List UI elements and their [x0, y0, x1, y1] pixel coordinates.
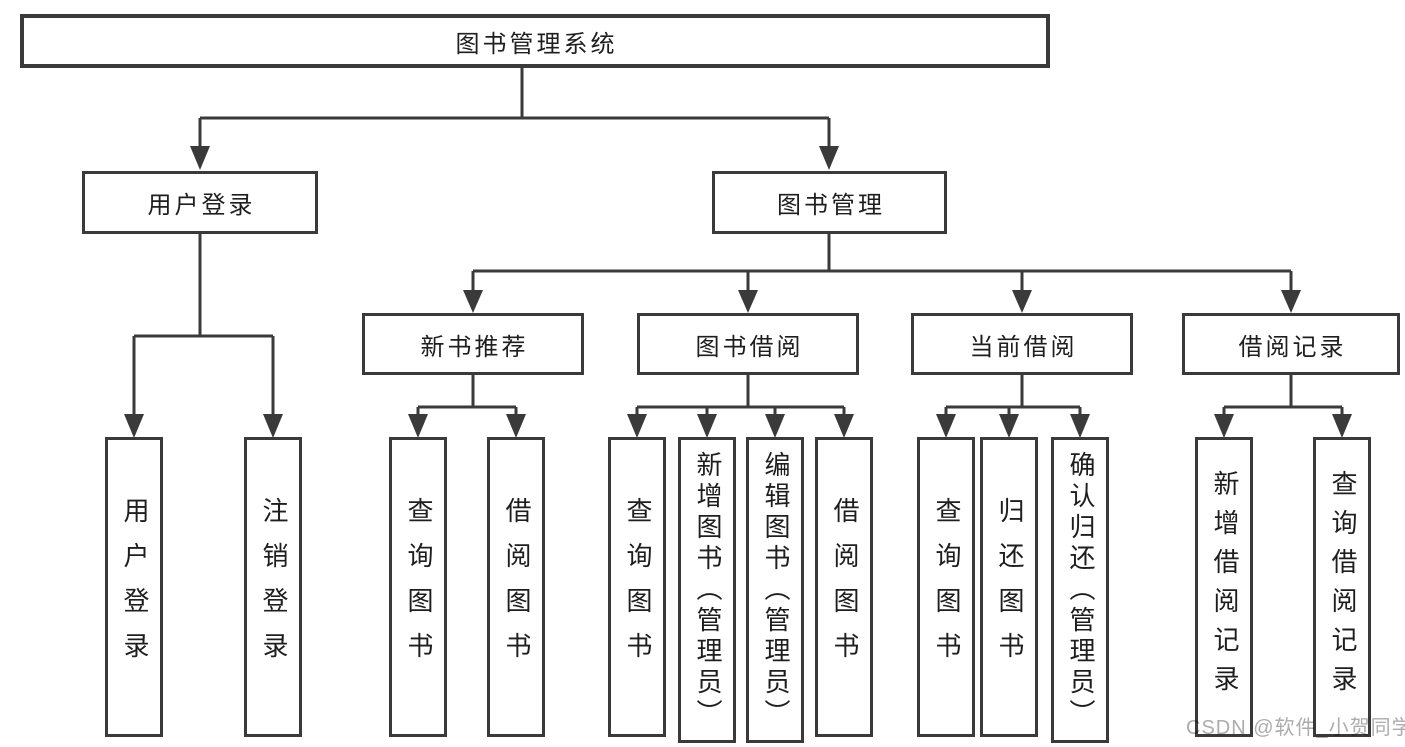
node-user-login: 用户登录 — [82, 171, 318, 234]
connector-l2-stems — [471, 271, 1293, 292]
leaf-borrow-books-recommend: 借阅图书 — [487, 437, 545, 737]
node-new-book-recommend: 新书推荐 — [362, 313, 584, 375]
leaf-confirm-return-admin: 确认归还（管理员） — [1051, 437, 1109, 743]
leaf-query-books-recommend: 查询图书 — [389, 437, 447, 737]
arrow-book-management — [819, 146, 839, 170]
arrowheads — [124, 146, 1352, 438]
arrow-user-login — [190, 146, 210, 170]
arrow-new-book — [463, 290, 483, 313]
arrow-borrow-records — [1281, 290, 1301, 313]
arrow-book-borrow — [738, 290, 758, 313]
connector-userlogin-stems — [132, 336, 275, 416]
leaf-query-borrow-record: 查询借阅记录 — [1313, 437, 1371, 737]
leaf-user-login: 用户登录 — [105, 437, 163, 737]
node-current-borrow: 当前借阅 — [911, 313, 1133, 375]
leaf-borrow-books-borrow: 借阅图书 — [815, 437, 873, 737]
leaf-add-borrow-record: 新增借阅记录 — [1195, 437, 1253, 737]
connector-g3-stems — [635, 407, 846, 416]
node-library-system: 图书管理系统 — [20, 14, 1050, 68]
leaf-add-book-admin: 新增图书（管理员） — [678, 437, 736, 743]
csdn-watermark: CSDN @软件_小贺同学 — [1186, 717, 1405, 739]
node-borrow-records: 借阅记录 — [1182, 313, 1400, 375]
node-book-management: 图书管理 — [712, 171, 947, 234]
leaf-edit-book-admin: 编辑图书（管理员） — [746, 437, 804, 743]
leaf-query-books-current: 查询图书 — [917, 437, 975, 737]
leaf-query-books-borrow: 查询图书 — [608, 437, 666, 737]
arrow-current-borrow — [1012, 290, 1032, 313]
node-book-borrow: 图书借阅 — [637, 313, 859, 375]
leaf-return-book: 归还图书 — [980, 437, 1038, 737]
leaf-logout: 注销登录 — [244, 437, 302, 737]
connector-l1-stems — [198, 118, 831, 150]
